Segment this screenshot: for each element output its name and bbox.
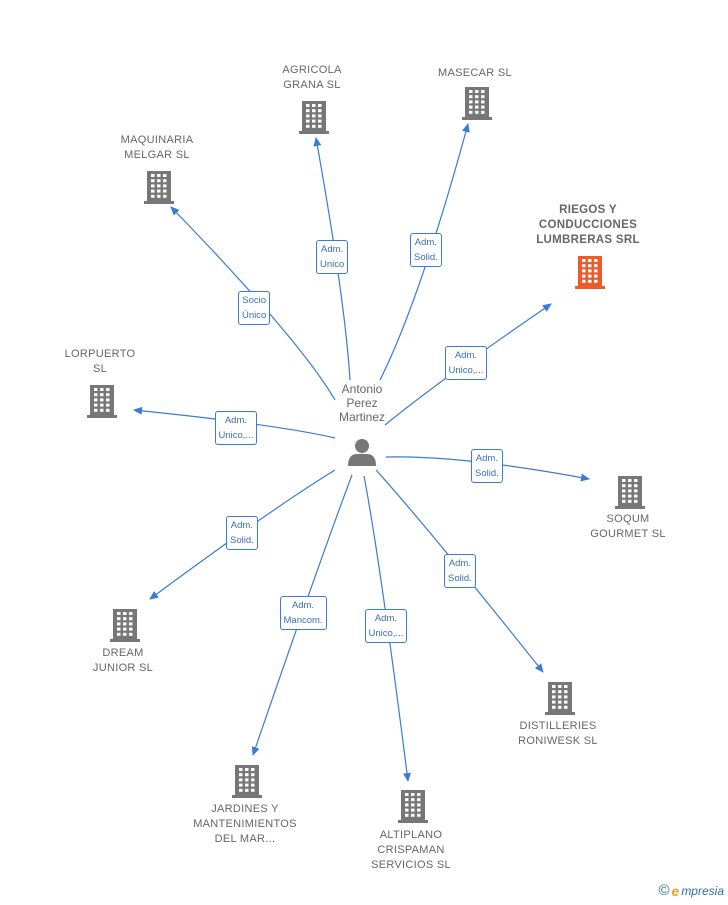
building-icon-altiplano[interactable] [398,790,428,823]
edge-label-jardines[interactable]: Adm. Mancom. [279,596,327,630]
brand-name: mpresia [681,883,724,898]
building-icon-maquinaria[interactable] [144,171,174,204]
edge-label-maquinaria[interactable]: Socio Único [238,291,271,325]
edge-lorpuerto [133,406,336,439]
company-label-jardines[interactable]: JARDINES Y MANTENIMIENTOS DEL MAR... [193,802,297,845]
company-label-altiplano[interactable]: ALTIPLANO CRISPAMAN SERVICIOS SL [371,828,451,871]
copyright-icon: © [658,882,670,899]
building-icon-lorpuerto[interactable] [87,385,117,418]
edge-label-distilleries[interactable]: Adm. Solid. [444,554,476,588]
building-icon-agricola[interactable] [299,101,329,134]
person-name[interactable]: Antonio Perez Martinez [338,382,385,424]
edge-jardines [251,474,353,756]
company-label-agricola[interactable]: AGRICOLA GRANA SL [282,64,342,91]
building-icon-riegos[interactable] [575,256,605,289]
building-icon-masecar[interactable] [462,87,492,120]
building-icon-distilleries[interactable] [545,682,575,715]
edge-altiplano [363,475,411,782]
edge-label-agricola[interactable]: Adm. Unico [316,240,349,274]
edge-maquinaria [170,206,336,401]
edge-label-riegos[interactable]: Adm. Unico,... [444,346,488,380]
edge-label-dream[interactable]: Adm. Solid. [226,516,258,550]
building-icon-dream[interactable] [110,609,140,642]
company-label-soqum[interactable]: SOQUM GOURMET SL [590,513,666,540]
edge-label-lorpuerto[interactable]: Adm. Unico,... [214,411,258,445]
brand-initial: e [671,882,680,899]
edge-label-masecar[interactable]: Adm. Solid. [410,233,442,267]
person-icon[interactable] [348,439,376,466]
company-label-lorpuerto[interactable]: LORPUERTO SL [64,348,136,375]
building-icon-soqum[interactable] [615,476,645,509]
edge-agricola [313,137,351,381]
company-label-dream[interactable]: DREAM JUNIOR SL [92,647,154,674]
edge-label-soqum[interactable]: Adm. Solid. [471,449,503,483]
company-label-maquinaria[interactable]: MAQUINARIA MELGAR SL [120,134,194,161]
company-label-distilleries[interactable]: DISTILLERIES RONIWESK SL [518,720,598,747]
edge-label-altiplano[interactable]: Adm. Unico,... [364,609,408,643]
edge-distilleries [375,469,544,673]
edge-masecar [379,123,470,381]
company-label-riegos[interactable]: RIEGOS Y CONDUCCIONES LUMBRERAS SRL [536,203,640,246]
building-icon-jardines[interactable] [232,765,262,798]
company-label-masecar[interactable]: MASECAR SL [438,66,512,79]
